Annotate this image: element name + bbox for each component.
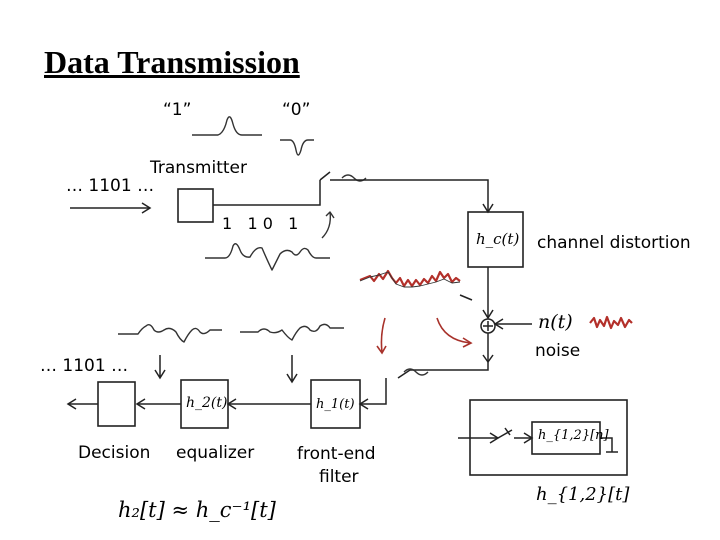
red-arrow-left xyxy=(380,317,386,353)
down-arrow-decision xyxy=(154,355,166,380)
tx-switch xyxy=(319,171,331,181)
tx-output-wire xyxy=(213,180,321,206)
inset-out-wire xyxy=(600,437,613,452)
symbol-zero-pulse xyxy=(280,139,314,156)
channel-side-arrow xyxy=(459,294,473,301)
noise-label: noise xyxy=(535,341,581,361)
filter-output-waveform xyxy=(240,323,344,341)
frontend-block-label: h_1(t) xyxy=(316,397,355,412)
equalizer-equation: h₂[t] ≈ h_c⁻¹[t] xyxy=(118,498,276,522)
switch-to-filter-wire xyxy=(360,378,387,405)
noise-symbol: n(t) xyxy=(538,311,573,333)
rx-switch xyxy=(397,369,411,379)
transmitter-box xyxy=(177,188,214,223)
inset-sampler xyxy=(497,427,513,439)
tx-curl-arrow xyxy=(321,211,335,239)
transmitter-label: Transmitter xyxy=(150,158,247,178)
input-arrow-head xyxy=(141,202,152,214)
noise-waveform xyxy=(589,315,633,330)
noise-input-head xyxy=(493,318,504,330)
down-arrow-filter xyxy=(286,355,298,384)
tx-waveform xyxy=(205,243,330,271)
sum-plus xyxy=(483,321,493,331)
channel-to-sum-head xyxy=(482,309,494,320)
equalizer-label: equalizer xyxy=(176,443,255,463)
eq-output-waveform xyxy=(118,323,222,343)
channel-noisy-waveform-dark xyxy=(359,271,461,288)
decision-label: Decision xyxy=(78,443,151,463)
equalizer-block-label: h_2(t) xyxy=(186,395,228,411)
frontend-label-line2: filter xyxy=(319,467,359,487)
symbol-one-label: “1” xyxy=(163,100,192,120)
symbol-zero-label: “0” xyxy=(282,100,311,120)
page-title: Data Transmission xyxy=(44,44,300,80)
sum-to-filter-wire xyxy=(410,362,489,371)
inset-caption: h_{1,2}[t] xyxy=(536,484,630,505)
rx-output-bits: … 1101 … xyxy=(40,356,129,376)
red-arrow-left-head xyxy=(376,345,387,355)
red-arrow-right xyxy=(436,317,471,344)
channel-noisy-waveform xyxy=(359,269,461,288)
red-arrow-right-head xyxy=(462,337,473,348)
channel-distortion-label: channel distortion xyxy=(537,233,691,253)
inset-inner-label: h_{1,2}[n] xyxy=(538,428,609,443)
decision-output-head xyxy=(66,398,77,410)
frontend-label-line1: front-end xyxy=(297,444,376,464)
tx-output-bits: 1 1 0 1 xyxy=(222,214,299,233)
symbol-one-pulse xyxy=(192,116,262,136)
inset-mid-head xyxy=(523,432,534,444)
channel-box xyxy=(467,211,524,268)
tx-input-bits: … 1101 … xyxy=(66,176,155,196)
eq-to-decision-head xyxy=(135,398,146,410)
tx-to-channel-wire xyxy=(330,179,489,212)
channel-block-label: h_c(t) xyxy=(476,230,520,248)
rx-tilde xyxy=(403,368,429,376)
decision-box xyxy=(97,381,136,427)
